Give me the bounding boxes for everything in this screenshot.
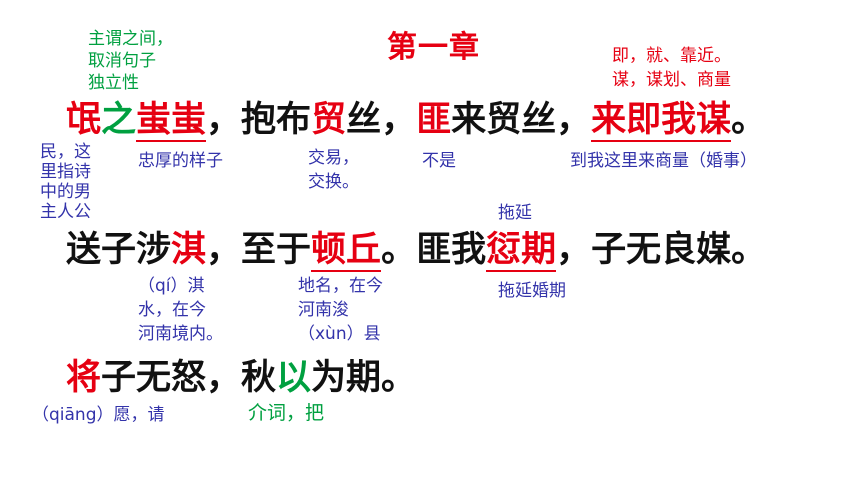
verse-char-meng: 氓 xyxy=(66,100,102,140)
note-mao: 交易， 交换。 xyxy=(308,148,359,192)
verse-text: 丝， xyxy=(346,100,417,140)
verse-char-zhi: 之 xyxy=(101,100,137,140)
verse-text: 来贸丝， xyxy=(451,100,592,140)
note-yi: 介词，把 xyxy=(248,402,325,424)
note-fei: 不是 xyxy=(422,151,456,171)
note-qi: （qí）淇 水，在今 河南境内。 xyxy=(138,276,223,344)
verse-char-fei: 匪 xyxy=(416,100,452,140)
note-zhi: 主谓之间， 取消句子 独立性 xyxy=(88,29,173,93)
verse-text: 送子涉 xyxy=(66,230,172,270)
chapter-title: 第一章 xyxy=(387,30,480,65)
verse-text: ，抱布 xyxy=(206,100,312,140)
verse-line-3: 将子无怒，秋以为期。 xyxy=(66,358,416,398)
verse-text: 子无怒，秋 xyxy=(101,358,277,398)
verse-text: ，子无良媒。 xyxy=(556,230,767,270)
note-ji-mou: 即，就、靠近。 谋，谋划、商量 xyxy=(612,46,731,90)
verse-char-yi: 以 xyxy=(276,358,312,398)
verse-text: 。匪我 xyxy=(381,230,487,270)
verse-char-qiang: 将 xyxy=(66,358,102,398)
note-qian-bottom: 拖延婚期 xyxy=(498,281,566,301)
verse-text: ，至于 xyxy=(206,230,312,270)
note-qian-top: 拖延 xyxy=(498,203,532,223)
verse-char-qi: 淇 xyxy=(171,230,207,270)
verse-word-chichi: 蚩蚩 xyxy=(136,100,207,142)
verse-text: 为期。 xyxy=(311,358,417,398)
note-dunqiu: 地名，在今 河南浚 （xùn）县 xyxy=(298,276,383,344)
verse-text: 。 xyxy=(731,100,767,140)
note-chichi: 忠厚的样子 xyxy=(138,151,223,171)
verse-word-qianqi: 愆期 xyxy=(486,230,557,272)
verse-line-2: 送子涉淇，至于顿丘。匪我愆期，子无良媒。 xyxy=(66,230,767,272)
note-laimou: 到我这里来商量（婚事） xyxy=(570,151,757,171)
verse-word-dunqiu: 顿丘 xyxy=(311,230,382,272)
verse-phrase-lai-ji-wo-mou: 来即我谋 xyxy=(591,100,732,142)
note-qiang: （qiāng）愿，请 xyxy=(32,405,165,425)
verse-line-1: 氓之蚩蚩，抱布贸丝，匪来贸丝，来即我谋。 xyxy=(66,100,767,142)
note-min: 民，这 里指诗 中的男 主人公 xyxy=(40,142,91,222)
verse-char-mao: 贸 xyxy=(311,100,347,140)
